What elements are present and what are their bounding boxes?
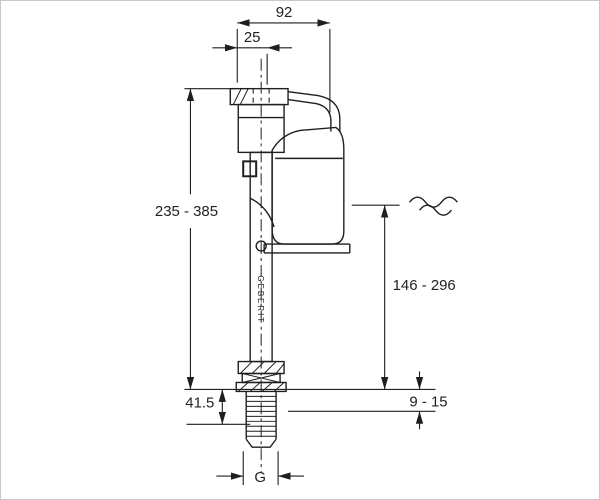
thread-lines (246, 395, 277, 437)
threaded-shank (245, 391, 277, 448)
valve-body: GEBERIT (229, 87, 351, 448)
dimension-water-level-height: 146 - 296 (351, 204, 456, 390)
mounting-nut (235, 381, 287, 393)
dimension-thread: G (216, 451, 304, 486)
dimension-inlet-offset: 25 (212, 29, 293, 85)
water-level-symbol (409, 196, 458, 216)
plate-hatch (232, 88, 249, 105)
dim-label-shank-length: 41.5 (185, 394, 214, 411)
mounting-base (235, 360, 287, 393)
dim-label-top-width: 92 (276, 4, 293, 21)
dim-label-thread: G (254, 469, 266, 486)
brand-text: GEBERIT (256, 275, 265, 324)
dimension-shank-length: 41.5 (185, 389, 251, 425)
shank-tip (245, 438, 277, 448)
dim-label-water-level-height: 146 - 296 (393, 277, 456, 294)
float-lever-arm (287, 90, 341, 132)
float-ball (255, 240, 267, 252)
dimensions: 92 25 235 - 385 146 - 296 41 (155, 4, 456, 486)
float-cup (263, 126, 351, 254)
dim-label-mounting-thickness: 9 - 15 (409, 393, 447, 410)
dimension-overall-height: 235 - 385 (155, 88, 436, 390)
dimension-mounting-thickness: 9 - 15 (288, 371, 448, 430)
inlet-elbow (249, 197, 275, 228)
top-plate (229, 87, 289, 106)
dimension-top-width: 92 (236, 4, 331, 113)
dim-label-overall-height: 235 - 385 (155, 203, 218, 220)
dim-label-inlet-offset: 25 (244, 29, 261, 46)
